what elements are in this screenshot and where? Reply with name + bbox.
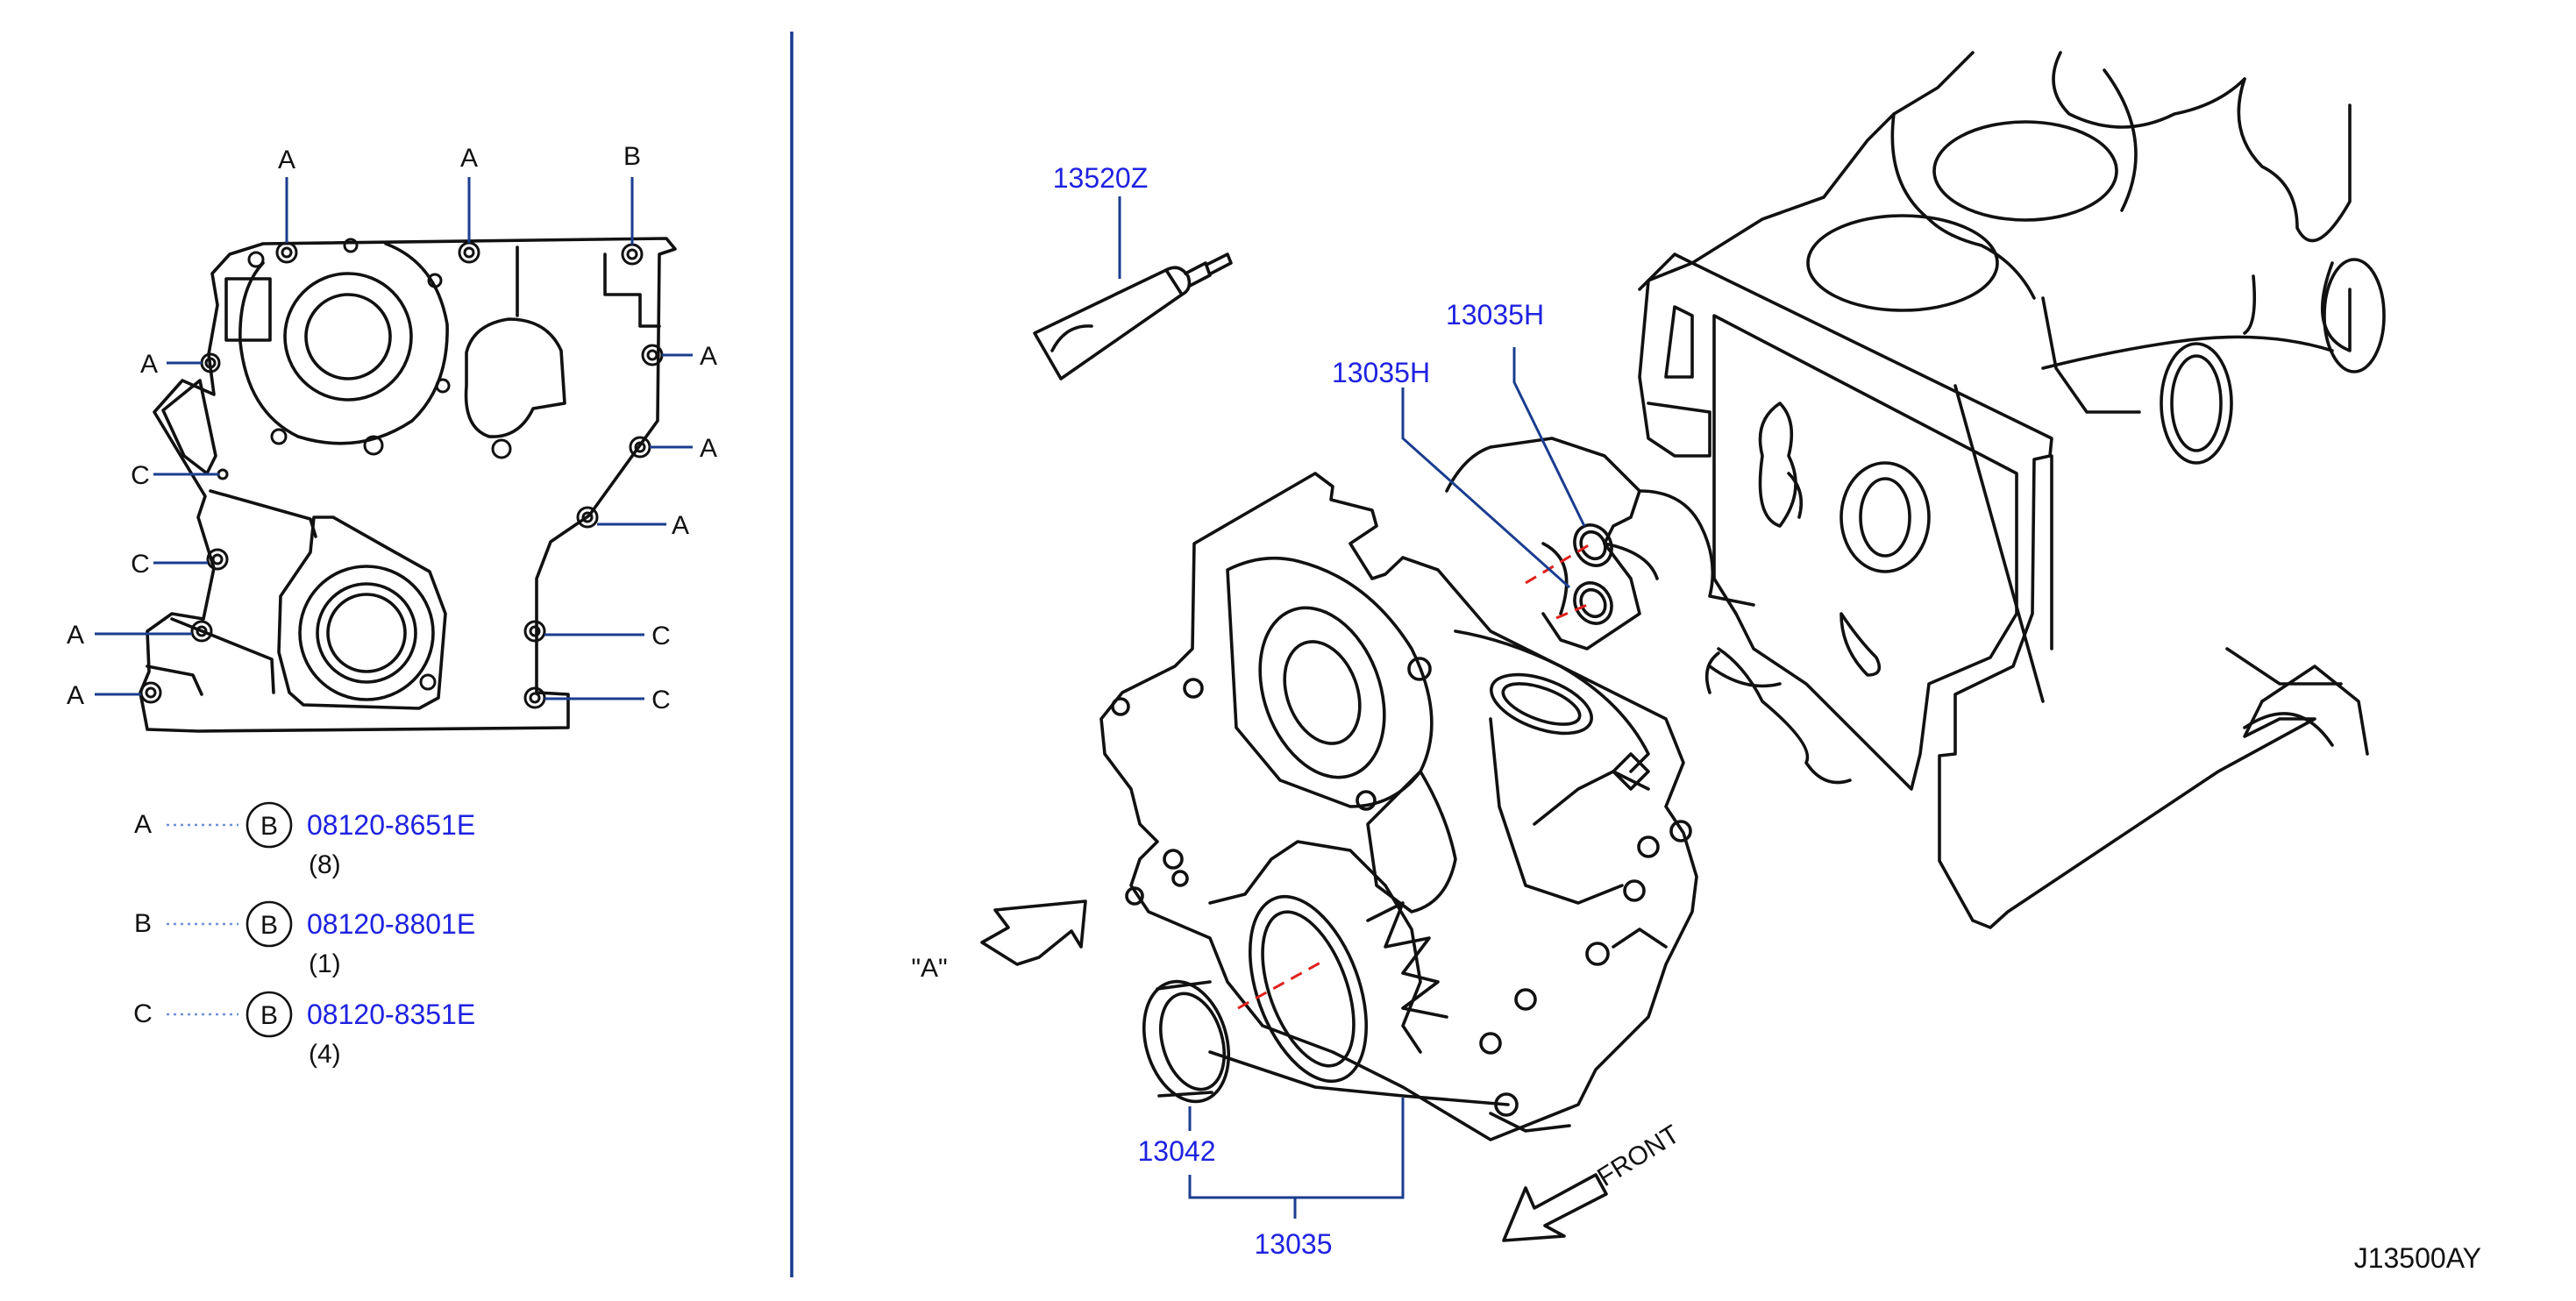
callout-oil-seal[interactable]: 13042 xyxy=(1138,1135,1216,1167)
bolt-label-top-2: A xyxy=(460,144,478,173)
bolt-legend: A B 08120-8651E (8) B B 08120-8801E (1) … xyxy=(133,801,475,1069)
legend-quantity: (8) xyxy=(309,850,341,879)
bolt-location-view: A A B A A A C C A A C A C xyxy=(67,142,717,733)
bolt-labels: A A B A A A C C A A C A C xyxy=(67,142,717,714)
bolt-label-left-c1: C xyxy=(131,461,150,490)
bolt-label-right-c2: C xyxy=(651,686,671,714)
legend-part-number[interactable]: 08120-8651E xyxy=(307,809,475,841)
front-label: FRONT xyxy=(1592,1120,1684,1192)
legend-row-a: A B 08120-8651E (8) xyxy=(134,801,475,879)
bolt-label-right-2: A xyxy=(700,434,717,463)
legend-quantity: (1) xyxy=(309,949,341,978)
view-arrow: "A" xyxy=(911,899,1087,983)
engine-block xyxy=(1445,51,2386,929)
bolt-label-right-1: A xyxy=(700,342,717,371)
bolt-label-left-a3: A xyxy=(67,681,84,710)
cover-callouts: 13042 13035 xyxy=(1138,1098,1405,1260)
legend-letter: B xyxy=(134,909,152,938)
bolt-label-left-a2: A xyxy=(67,621,84,650)
callout-o-ring-lower[interactable]: 13035H xyxy=(1332,357,1430,388)
callout-sealant[interactable]: 13520Z xyxy=(1053,162,1149,194)
legend-quantity: (4) xyxy=(309,1040,341,1069)
legend-row-c: C B 08120-8351E (4) xyxy=(133,991,475,1069)
legend-bolt-icon: B xyxy=(260,812,278,841)
bolt-leaders xyxy=(95,177,693,700)
bolt-label-top-3: B xyxy=(623,142,641,171)
bolt-label-right-a3: A xyxy=(672,511,689,540)
exploded-view: 13520Z 13035H 13035H xyxy=(911,51,2386,1260)
legend-row-b: B B 08120-8801E (1) xyxy=(134,900,475,978)
callout-o-ring-upper[interactable]: 13035H xyxy=(1446,299,1544,331)
bolt-label-right-c1: C xyxy=(651,622,671,650)
oil-seal xyxy=(1142,961,1321,1104)
legend-letter: A xyxy=(134,810,152,839)
front-cover xyxy=(1099,472,1698,1141)
bolt-label-left-1: A xyxy=(140,350,158,379)
callout-front-cover[interactable]: 13035 xyxy=(1255,1228,1333,1260)
front-indicator: FRONT xyxy=(1502,1120,1684,1242)
bolt-label-left-c2: C xyxy=(131,550,150,579)
legend-bolt-icon: B xyxy=(260,1001,278,1030)
legend-part-number[interactable]: 08120-8801E xyxy=(307,908,475,940)
view-a-label: "A" xyxy=(911,954,947,983)
o-rings: 13035H 13035H xyxy=(1332,299,1613,625)
legend-bolt-icon: B xyxy=(260,911,278,940)
legend-part-number[interactable]: 08120-8351E xyxy=(307,999,475,1030)
sealant-tube: 13520Z xyxy=(1033,162,1233,380)
legend-letter: C xyxy=(133,999,153,1028)
diagram-code: J13500AY xyxy=(2354,1242,2481,1274)
bolt-label-top-1: A xyxy=(278,146,295,174)
